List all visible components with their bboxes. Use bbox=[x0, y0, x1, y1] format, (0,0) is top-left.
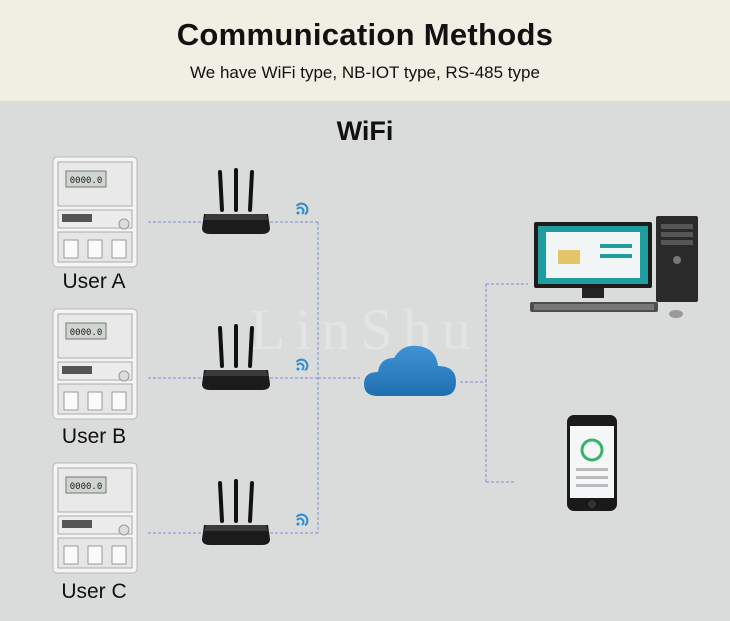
wifi-router-icon bbox=[202, 324, 270, 390]
wifi-router-icon bbox=[202, 479, 270, 545]
electric-meter-icon: 0000.0 bbox=[52, 462, 138, 574]
wifi-signal-icon bbox=[291, 357, 309, 371]
wifi-router-icon bbox=[202, 168, 270, 234]
page-title: Communication Methods bbox=[176, 17, 554, 52]
section-title: WiFi bbox=[336, 116, 394, 146]
router-c bbox=[200, 479, 272, 549]
svg-text:0000.0: 0000.0 bbox=[70, 482, 103, 492]
meter-b: 0000.0 bbox=[52, 308, 138, 420]
watermark: LinShu bbox=[250, 297, 481, 362]
user-c-label: User C bbox=[61, 580, 127, 603]
meter-display: 0000.0 bbox=[70, 176, 103, 186]
meter-c: 0000.0 bbox=[52, 462, 138, 574]
user-a-label: User A bbox=[62, 270, 126, 293]
svg-text:0000.0: 0000.0 bbox=[70, 328, 103, 338]
desktop-computer-icon bbox=[528, 214, 704, 322]
meter-a: 0000.0 bbox=[52, 156, 138, 268]
user-b-label: User B bbox=[61, 425, 127, 448]
electric-meter-icon: 0000.0 bbox=[52, 156, 138, 268]
router-a bbox=[200, 168, 272, 238]
header-banner bbox=[0, 0, 730, 101]
electric-meter-icon: 0000.0 bbox=[52, 308, 138, 420]
router-b bbox=[200, 324, 272, 394]
page-subtitle: We have WiFi type, NB-IOT type, RS-485 t… bbox=[190, 63, 540, 82]
wifi-signal-icon bbox=[291, 201, 309, 215]
cloud-icon bbox=[360, 340, 460, 400]
wifi-signal-icon bbox=[291, 512, 309, 526]
smartphone-icon bbox=[566, 414, 618, 512]
